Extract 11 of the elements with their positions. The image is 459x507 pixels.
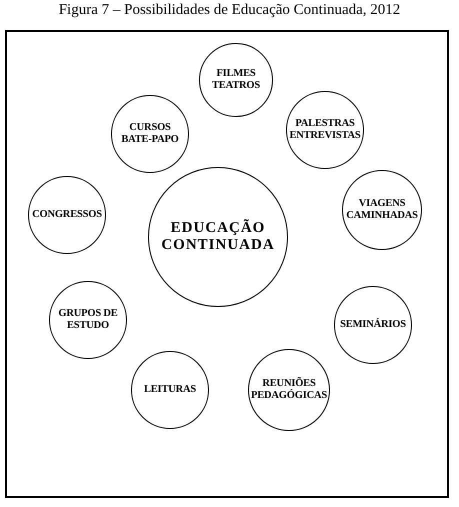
circle-label: GRUPOS DE ESTUDO — [57, 308, 119, 332]
circle-label: CONGRESSOS — [31, 209, 103, 221]
circle-label: LEITURAS — [142, 384, 198, 396]
circle-label: VIAGENS CAMINHADAS — [345, 198, 419, 222]
circle-label: PALESTRAS ENTREVISTAS — [288, 118, 362, 142]
figure-title: Figura 7 – Possibilidades de Educação Continuada, 2012 — [58, 2, 402, 19]
circle-label: EDUCAÇÃO CONTINUADA — [160, 220, 276, 254]
circle-label: FILMES TEATROS — [210, 68, 261, 92]
circle-label: SEMINÁRIOS — [339, 319, 407, 331]
circle-label: CURSOS BATE-PAPO — [120, 122, 180, 146]
circle-label: REUNIÕES PEDAGÓGICAS — [250, 378, 328, 402]
